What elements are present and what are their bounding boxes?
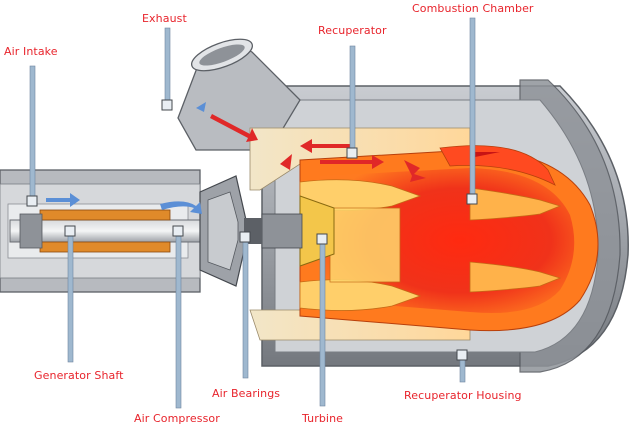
combustion-flame	[299, 145, 599, 332]
exhaust-duct	[177, 38, 301, 151]
label-exhaust: Exhaust	[142, 12, 187, 25]
label-generator-shaft: Generator Shaft	[34, 369, 124, 382]
hot-gas-arrows	[210, 114, 500, 182]
label-air-compressor: Air Compressor	[134, 412, 220, 425]
compressor-wheel	[199, 175, 247, 287]
turbine-wheel	[261, 195, 335, 267]
label-air-bearings: Air Bearings	[212, 387, 281, 400]
label-recuperator-housing: Recuperator Housing	[404, 389, 522, 402]
label-turbine: Turbine	[302, 412, 344, 425]
label-recuperator: Recuperator	[318, 24, 387, 37]
airflow-arrows	[46, 102, 206, 214]
leader-lines	[26, 17, 478, 409]
label-air-intake: Air Intake	[4, 45, 58, 58]
label-combustion-chamber: Combustion Chamber	[412, 2, 534, 15]
